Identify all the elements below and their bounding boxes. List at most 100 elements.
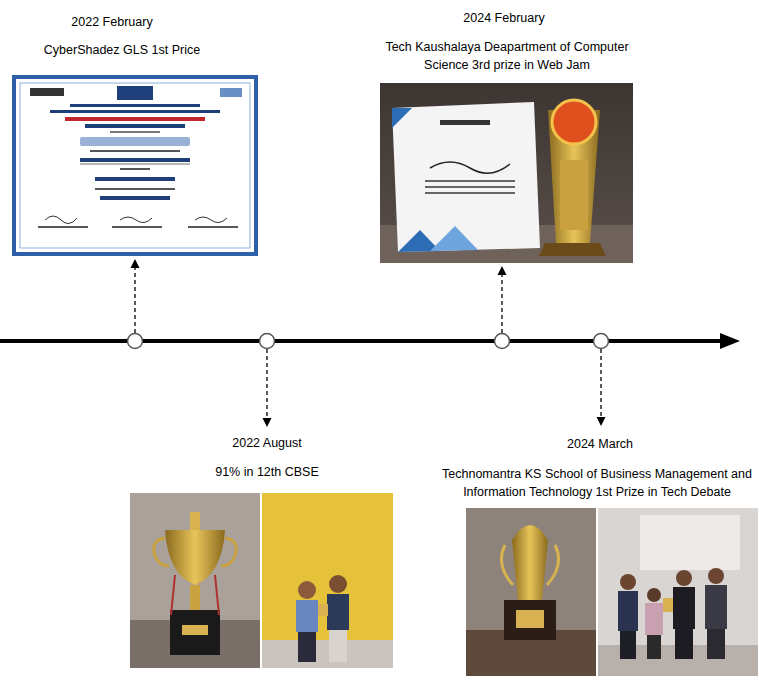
leader-heads bbox=[131, 259, 606, 427]
text-bar bbox=[50, 110, 220, 113]
photo-background bbox=[380, 83, 633, 263]
trophy bbox=[318, 604, 328, 616]
text-bar bbox=[112, 226, 162, 228]
timeline-dot bbox=[495, 334, 510, 349]
text-bar bbox=[188, 226, 238, 228]
certificate-triangle bbox=[392, 108, 412, 128]
signature bbox=[45, 216, 77, 224]
underline bbox=[80, 164, 190, 165]
trophy-plate bbox=[516, 610, 544, 628]
timeline-axis bbox=[0, 339, 722, 343]
person-body bbox=[705, 585, 727, 629]
cup-handle bbox=[154, 538, 169, 566]
text-bar bbox=[425, 186, 515, 188]
certificate-paper bbox=[16, 79, 254, 252]
timeline-dot bbox=[260, 334, 275, 349]
logo bbox=[117, 86, 153, 100]
trophy-base bbox=[539, 243, 606, 256]
leader-line bbox=[266, 349, 267, 419]
person-body bbox=[296, 600, 318, 632]
text-bar bbox=[38, 226, 88, 228]
event-date: 2022 February bbox=[2, 13, 222, 31]
person-body bbox=[618, 591, 638, 631]
certificate-triangle bbox=[430, 226, 478, 251]
text-bar bbox=[80, 158, 190, 162]
cup-lid bbox=[190, 512, 200, 530]
timeline-arrowhead bbox=[720, 333, 740, 349]
award-photo bbox=[380, 83, 633, 263]
timeline-dot bbox=[128, 334, 143, 349]
timeline-dots bbox=[128, 334, 609, 349]
cup-base bbox=[170, 610, 220, 655]
certificate bbox=[392, 102, 540, 252]
person-body bbox=[645, 603, 663, 635]
trophy-photo bbox=[130, 493, 260, 668]
person-body bbox=[673, 587, 695, 629]
leader-line bbox=[134, 267, 135, 333]
trophy-pillar bbox=[560, 160, 588, 230]
people-photo bbox=[262, 493, 393, 668]
trophy-emblem bbox=[552, 100, 596, 144]
trophy bbox=[663, 598, 673, 612]
person-head bbox=[676, 570, 692, 586]
text-bar bbox=[90, 150, 180, 152]
text-bar bbox=[425, 192, 515, 194]
signature bbox=[120, 217, 152, 223]
person-head bbox=[620, 574, 636, 590]
person-head bbox=[329, 575, 347, 593]
certificate-picture bbox=[12, 75, 258, 256]
event-description: Tech Kaushalaya Deapartment of Computer … bbox=[382, 38, 632, 74]
leader-head bbox=[597, 417, 606, 426]
person-legs bbox=[329, 630, 347, 662]
text-bar bbox=[440, 120, 490, 125]
leader-line bbox=[501, 274, 502, 333]
person-head bbox=[647, 588, 661, 602]
person-legs bbox=[298, 632, 316, 662]
leader-line bbox=[600, 349, 601, 418]
event-description: Technomantra KS School of Business Manag… bbox=[438, 465, 756, 501]
logo bbox=[30, 88, 64, 96]
leader-head bbox=[263, 418, 272, 427]
certificate-frame bbox=[12, 75, 258, 256]
event-description: 91% in 12th CBSE bbox=[177, 463, 357, 481]
cup-stem bbox=[190, 585, 200, 610]
photo-background bbox=[598, 508, 758, 676]
photo-background bbox=[262, 493, 393, 668]
photo-background bbox=[466, 508, 596, 676]
text-bar bbox=[425, 180, 515, 182]
person-body bbox=[327, 594, 349, 630]
event-date: 2024 February bbox=[394, 9, 614, 27]
photo-background bbox=[130, 493, 260, 668]
leader-head bbox=[498, 266, 507, 275]
text-bar bbox=[85, 124, 185, 128]
person-legs bbox=[707, 629, 725, 659]
logo bbox=[220, 88, 242, 97]
trophy-leaves bbox=[501, 545, 558, 585]
text-bar bbox=[95, 177, 175, 181]
text-bar bbox=[110, 131, 160, 133]
group-photo bbox=[598, 508, 758, 676]
person-head bbox=[708, 568, 724, 584]
text-bar bbox=[100, 196, 170, 200]
text-bar bbox=[65, 117, 205, 121]
text-bar bbox=[95, 188, 175, 190]
handwriting bbox=[430, 162, 510, 173]
person-legs bbox=[620, 631, 636, 659]
signature bbox=[195, 217, 227, 223]
leader-head bbox=[131, 259, 140, 268]
cup-plate bbox=[182, 625, 208, 635]
text-bar bbox=[120, 168, 150, 170]
cup-handle bbox=[221, 538, 236, 566]
trophy-photo bbox=[466, 508, 596, 676]
person-legs bbox=[675, 629, 693, 659]
person-head bbox=[298, 581, 316, 599]
trophy-base bbox=[504, 600, 556, 640]
floor bbox=[262, 640, 393, 668]
leader-lines bbox=[135, 267, 601, 419]
event-date: 2022 August bbox=[177, 434, 357, 452]
certificate-border bbox=[20, 83, 250, 248]
title-bar bbox=[80, 137, 190, 146]
timeline-dot bbox=[594, 334, 609, 349]
person-legs bbox=[647, 635, 661, 659]
